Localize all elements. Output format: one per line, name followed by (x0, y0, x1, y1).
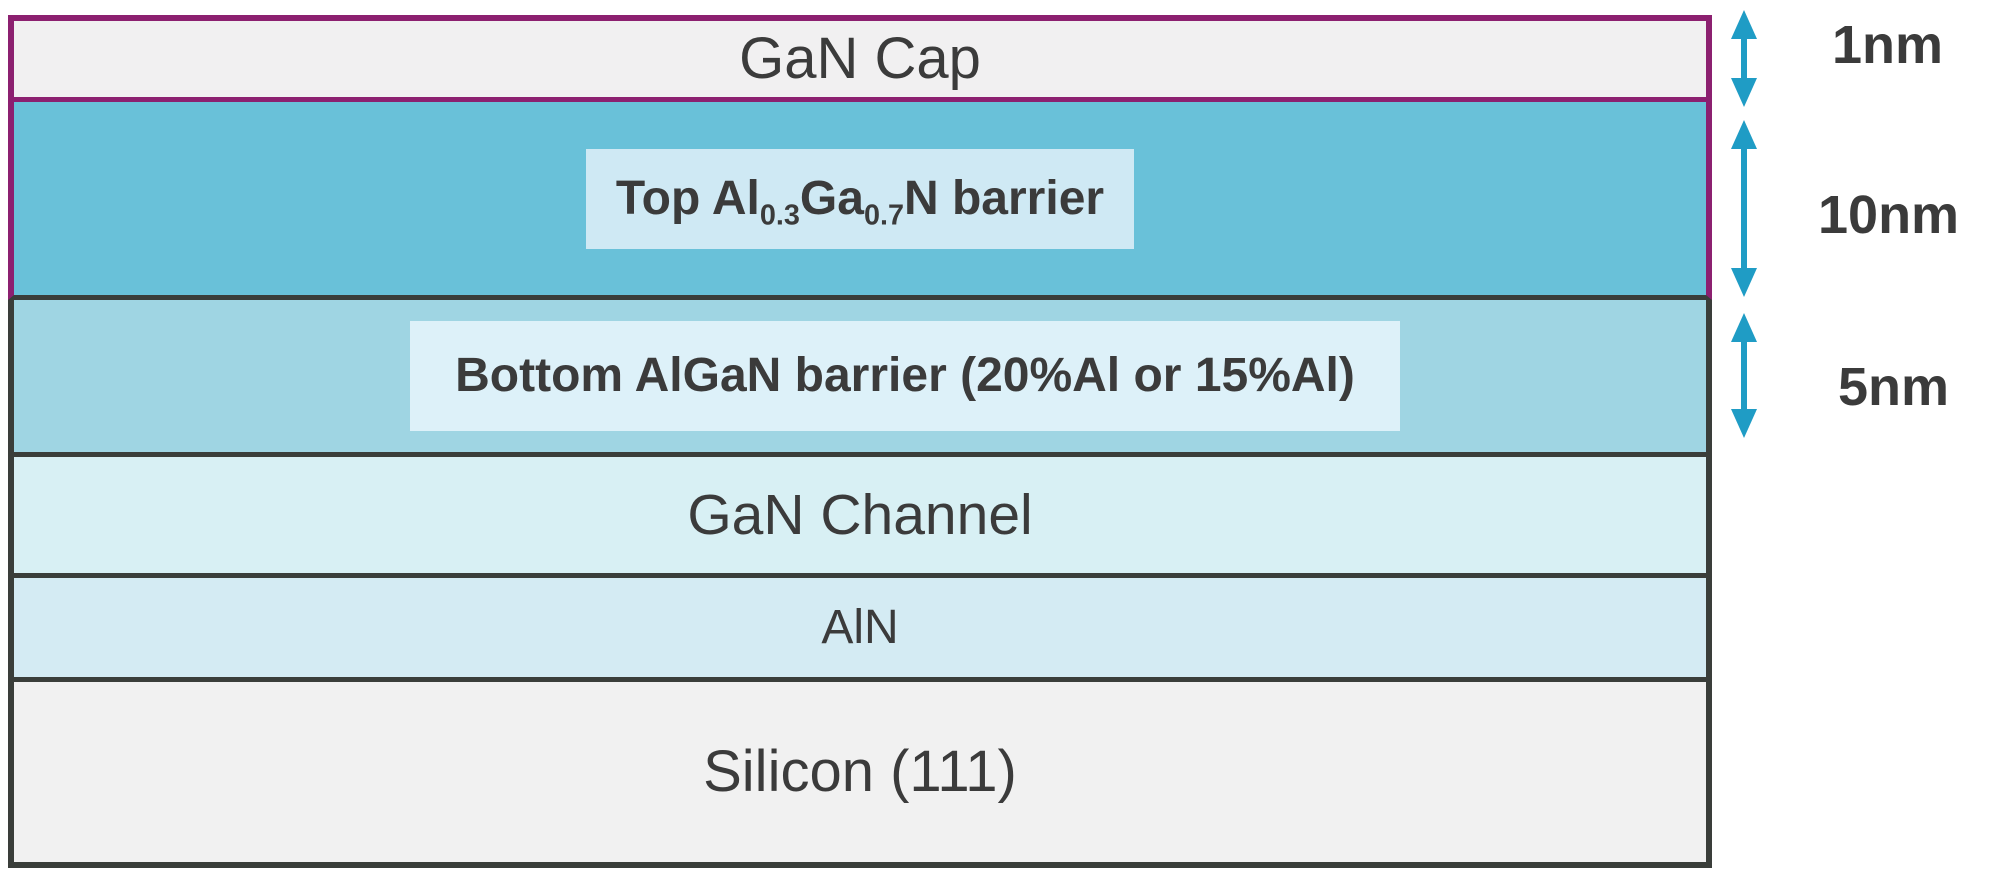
dimension-label-1nm: 1nm (1832, 15, 1944, 75)
dimension-label-10nm: 10nm (1818, 185, 1960, 245)
bottom-barrier-label-box: Bottom AlGaN barrier (20%Al or 15%Al) (410, 321, 1400, 431)
top-barrier-label: Top Al0.3Ga0.7N barrier (615, 171, 1105, 232)
layer-gan-channel: GaN Channel (8, 457, 1712, 578)
top-barrier-label-box: Top Al0.3Ga0.7N barrier (585, 148, 1135, 249)
layer-stack: GaN Cap Top Al0.3Ga0.7N barrier Bottom A… (8, 15, 1712, 868)
layer-silicon-substrate: Silicon (111) (8, 682, 1712, 868)
silicon-label: Silicon (111) (703, 739, 1017, 804)
dimension-arrow-10nm (1731, 120, 1757, 297)
layer-gan-cap: GaN Cap (8, 15, 1712, 102)
bottom-barrier-label: Bottom AlGaN barrier (20%Al or 15%Al) (455, 349, 1355, 402)
layer-bottom-algan-barrier: Bottom AlGaN barrier (20%Al or 15%Al) (8, 300, 1712, 457)
dimension-arrow-1nm (1731, 10, 1757, 107)
layer-aln: AlN (8, 578, 1712, 682)
aln-label: AlN (821, 600, 899, 654)
layer-top-algan-barrier: Top Al0.3Ga0.7N barrier (8, 102, 1712, 300)
dimension-arrow-5nm (1731, 313, 1757, 438)
dimension-label-5nm: 5nm (1838, 357, 1950, 417)
gan-cap-label: GaN Cap (739, 26, 981, 91)
gan-channel-label: GaN Channel (687, 482, 1033, 547)
